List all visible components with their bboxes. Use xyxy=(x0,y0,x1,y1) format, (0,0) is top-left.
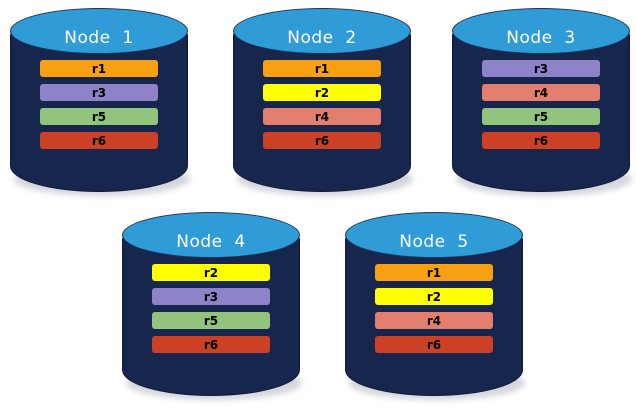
database-node-5: Node 5 r1 r2 r4 r6 xyxy=(345,212,525,400)
replica-bar-r4: r4 xyxy=(482,84,600,101)
database-node-1: Node 1 r1 r3 r5 r6 xyxy=(10,8,190,196)
replica-list: r1 r2 r4 r6 xyxy=(345,264,523,353)
node-label: Node 2 xyxy=(287,28,357,48)
replica-bar-r5: r5 xyxy=(482,108,600,125)
replica-bar-r3: r3 xyxy=(40,84,158,101)
replica-bar-r6: r6 xyxy=(482,132,600,149)
replica-bar-r1: r1 xyxy=(40,60,158,77)
database-node-3: Node 3 r3 r4 r5 r6 xyxy=(452,8,632,196)
replica-bar-r6: r6 xyxy=(263,132,381,149)
replica-bar-r5: r5 xyxy=(152,312,270,329)
node-label: Node 1 xyxy=(64,28,134,48)
database-node-4: Node 4 r2 r3 r5 r6 xyxy=(122,212,302,400)
replica-bar-r3: r3 xyxy=(152,288,270,305)
replica-bar-r1: r1 xyxy=(375,264,493,281)
cylinder-top-ellipse-icon xyxy=(345,212,523,258)
replica-bar-r2: r2 xyxy=(152,264,270,281)
replica-bar-r2: r2 xyxy=(263,84,381,101)
cylinder-body xyxy=(452,30,630,192)
replica-list: r1 r2 r4 r6 xyxy=(233,60,411,149)
replica-bar-r3: r3 xyxy=(482,60,600,77)
cylinder-top-ellipse-icon xyxy=(233,8,411,54)
node-label: Node 5 xyxy=(399,232,469,252)
replica-bar-r1: r1 xyxy=(263,60,381,77)
replica-bar-r4: r4 xyxy=(375,312,493,329)
replica-bar-r2: r2 xyxy=(375,288,493,305)
cylinder-top-ellipse-icon xyxy=(122,212,300,258)
replica-bar-r6: r6 xyxy=(375,336,493,353)
replica-bar-r6: r6 xyxy=(40,132,158,149)
replica-list: r2 r3 r5 r6 xyxy=(122,264,300,353)
cylinder-top-ellipse-icon xyxy=(452,8,630,54)
replica-bar-r5: r5 xyxy=(40,108,158,125)
replica-list: r3 r4 r5 r6 xyxy=(452,60,630,149)
replica-bar-r4: r4 xyxy=(263,108,381,125)
database-node-2: Node 2 r1 r2 r4 r6 xyxy=(233,8,413,196)
node-label: Node 3 xyxy=(506,28,576,48)
cylinder-top-ellipse-icon xyxy=(10,8,188,54)
node-label: Node 4 xyxy=(176,232,246,252)
replica-bar-r6: r6 xyxy=(152,336,270,353)
replica-list: r1 r3 r5 r6 xyxy=(10,60,188,149)
